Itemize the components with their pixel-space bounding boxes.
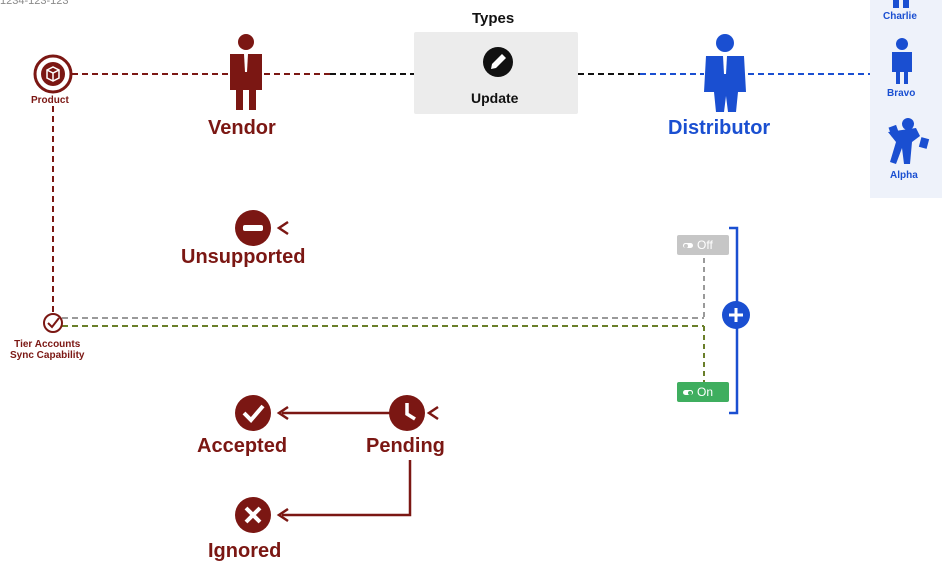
ignored-label: Ignored	[208, 540, 282, 562]
toggle-on-label: On	[697, 385, 714, 399]
pending-label: Pending	[366, 435, 445, 457]
tier-label-line-1: Tier Accounts	[14, 339, 81, 350]
unsupported-minus-icon	[235, 210, 271, 246]
alpha-person-icon	[888, 118, 930, 164]
toggle-on[interactable]: On	[677, 382, 729, 402]
toggle-off[interactable]: Off	[677, 235, 729, 255]
vendor-label: Vendor	[208, 117, 276, 139]
toggle-off-label: Off	[697, 238, 713, 252]
pending-clock-icon	[389, 395, 425, 431]
tier-label: Tier Accounts Sync Capability	[10, 339, 84, 361]
ignored-arrowhead	[276, 507, 289, 523]
reference-id: 1234-123-123	[0, 0, 69, 7]
pending-ignored-line	[282, 460, 412, 517]
toggle-off-icon	[683, 243, 693, 249]
panel-item-bravo[interactable]: Bravo	[887, 88, 916, 99]
accepted-label: Accepted	[197, 435, 288, 457]
to-unsupported-arrowhead	[276, 220, 289, 236]
distributor-panel: Charlie Bravo Alpha	[870, 0, 942, 198]
product-label: Product	[31, 95, 69, 106]
product-box-icon	[33, 54, 73, 94]
panel-item-alpha[interactable]: Alpha	[890, 170, 918, 181]
toggle-on-icon	[683, 390, 693, 396]
distributor-person-icon	[704, 34, 746, 112]
accepted-arrowhead	[276, 405, 289, 421]
distributor-label: Distributor	[668, 117, 771, 139]
to-pending-arrowhead	[426, 405, 439, 421]
update-label: Update	[471, 90, 519, 106]
vendor-person-icon	[230, 34, 262, 110]
tier-check-icon	[43, 313, 63, 333]
bravo-person-icon	[892, 38, 912, 84]
panel-icons	[888, 0, 930, 164]
accepted-check-icon	[235, 395, 271, 431]
add-button-icon[interactable]	[722, 301, 750, 329]
charlie-person-icon	[893, 0, 909, 8]
tier-label-line-2: Sync Capability	[10, 350, 85, 361]
unsupported-label: Unsupported	[181, 246, 306, 268]
ignored-x-icon	[235, 497, 271, 533]
types-title: Types	[472, 10, 515, 27]
panel-item-charlie[interactable]: Charlie	[883, 11, 917, 22]
